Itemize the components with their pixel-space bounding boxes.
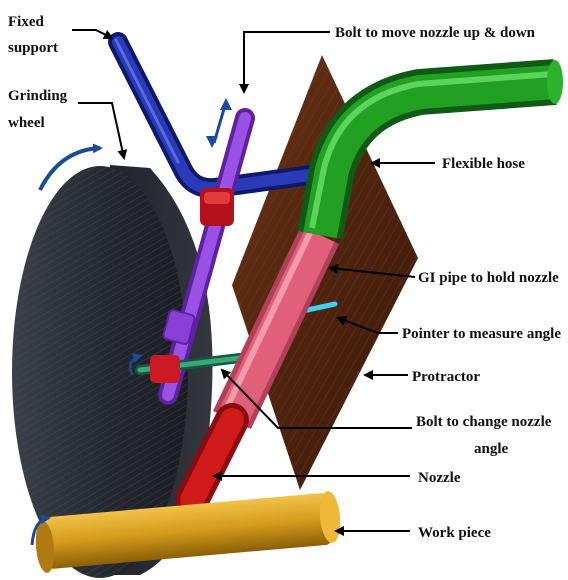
label-nozzle: Nozzle xyxy=(418,470,461,486)
label-bolt-updown: Bolt to move nozzle up & down xyxy=(335,25,536,41)
label-work-piece: Work piece xyxy=(418,525,491,541)
label-grinding-wheel-line2: wheel xyxy=(8,115,45,131)
label-protractor: Protractor xyxy=(412,369,480,385)
label-gi-pipe: GI pipe to hold nozzle xyxy=(418,270,559,286)
label-fixed-support-line1: Fixed xyxy=(8,14,44,30)
label-grinding-wheel-line1: Grinding xyxy=(8,88,68,104)
updown-bolt-clamp xyxy=(200,188,234,226)
label-pointer: Pointer to measure angle xyxy=(402,326,561,342)
label-bolt-angle-line2: angle xyxy=(474,441,509,457)
label-fixed-support-line2: support xyxy=(8,40,58,56)
label-flexible-hose: Flexible hose xyxy=(442,156,525,172)
label-bolt-angle-line1: Bolt to change nozzle xyxy=(416,414,552,430)
